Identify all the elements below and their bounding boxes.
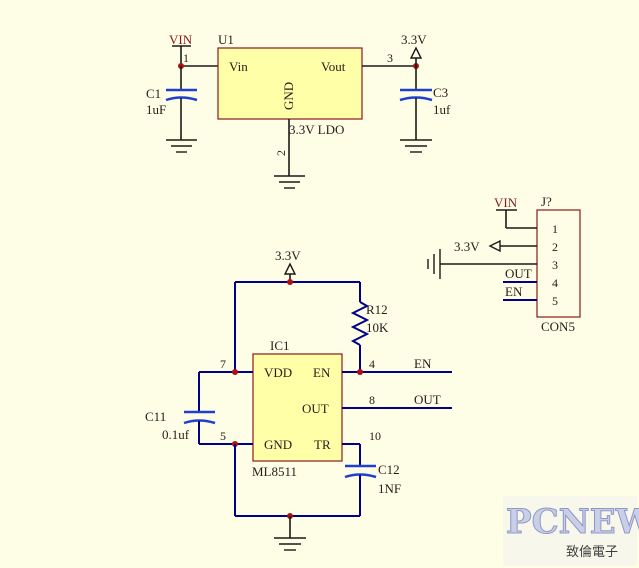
v33-label-sensor: 3.3V xyxy=(275,248,301,263)
connector-pin-5: 5 xyxy=(552,294,558,308)
ground-icon-ldo xyxy=(274,175,305,189)
connector-ref: J? xyxy=(541,194,552,209)
ic-pin8-number: 8 xyxy=(369,393,375,407)
connector-pin-4: 4 xyxy=(552,276,558,290)
ground-icon-connector xyxy=(427,249,441,279)
c11-ref: C11 xyxy=(145,409,166,424)
v33-power-symbol-sensor: 3.3V xyxy=(275,248,301,275)
capacitor-c3: C3 1uf xyxy=(399,66,451,140)
watermark-brand: PCNEWS xyxy=(506,502,639,542)
ldo-chip-body xyxy=(217,47,363,120)
connector-pin-1: 1 xyxy=(552,222,558,236)
capacitor-c1: C1 1uF xyxy=(146,66,198,140)
connector-name: CON5 xyxy=(541,319,575,334)
c11-value: 0.1uf xyxy=(162,427,190,442)
vin-power-symbol: VIN xyxy=(169,32,193,66)
ground-icon-c3 xyxy=(400,139,432,153)
ic-ref: IC1 xyxy=(270,338,290,353)
ldo-value: 3.3V LDO xyxy=(289,122,344,137)
connector-en-label: EN xyxy=(505,284,523,299)
ic-name: ML8511 xyxy=(252,464,297,479)
connector-vin-label: VIN xyxy=(494,195,518,210)
c3-value: 1uf xyxy=(433,102,451,117)
r12-value: 10K xyxy=(366,320,389,335)
c1-value: 1uF xyxy=(146,102,166,117)
ldo-section: VIN 1 C1 1uF U1 Vin Vout GND 3.3V LDO 2 xyxy=(146,32,451,189)
v33-label-top: 3.3V xyxy=(401,32,427,47)
ic-pin5-number: 5 xyxy=(220,429,226,443)
c12-value: 1NF xyxy=(378,481,401,496)
v33-arrow-icon xyxy=(488,239,501,253)
ldo-ref: U1 xyxy=(218,32,234,47)
connector-section: J? CON5 1 2 3 4 5 VIN 3.3V OUT EN xyxy=(427,194,581,334)
ldo-pin-gnd: GND xyxy=(281,82,296,110)
r12-ref: R12 xyxy=(366,302,388,317)
ic-pin10-number: 10 xyxy=(369,429,381,443)
ldo-pin-vout: Vout xyxy=(321,59,346,74)
ic-pin-en: EN xyxy=(313,365,331,380)
capacitor-c12: C12 1NF xyxy=(344,444,401,516)
ground-icon-c1 xyxy=(166,139,197,153)
ic-pin4-number: 4 xyxy=(369,357,375,371)
resistor-r12: R12 10K xyxy=(350,282,389,372)
watermark-sub: 致倫電子 xyxy=(566,545,618,560)
ldo-pin-vin: Vin xyxy=(229,59,248,74)
c1-ref: C1 xyxy=(146,86,161,101)
connector-pin-3: 3 xyxy=(552,258,558,272)
ldo-pin2-number: 2 xyxy=(274,150,288,156)
ic-pin7-number: 7 xyxy=(220,357,226,371)
c3-ref: C3 xyxy=(433,85,448,100)
ldo-pin3-number: 3 xyxy=(387,51,393,65)
connector-out-label: OUT xyxy=(505,266,532,281)
net-out-label: OUT xyxy=(414,392,441,407)
junction-en xyxy=(357,369,363,375)
connector-body xyxy=(536,209,581,318)
ground-icon-sensor xyxy=(274,537,306,551)
ic-pin-gnd: GND xyxy=(264,437,292,452)
c12-ref: C12 xyxy=(378,462,400,477)
pcnews-watermark: PCNEWS 致倫電子 xyxy=(503,496,639,566)
net-en-label: EN xyxy=(414,356,432,371)
junction-top-rail xyxy=(287,279,293,285)
ic-pin-tr: TR xyxy=(314,437,331,452)
ldo-pin1-number: 1 xyxy=(183,51,189,65)
connector-v33-label: 3.3V xyxy=(454,239,480,254)
sensor-section: 3.3V R12 10K IC1 ML8511 VDD EN OUT GND T… xyxy=(145,248,452,551)
ml8511-chip-body xyxy=(252,353,343,462)
ic-pin-vdd: VDD xyxy=(264,365,292,380)
v33-power-symbol-top: 3.3V xyxy=(401,32,427,66)
ic-pin-out: OUT xyxy=(302,401,329,416)
vin-label: VIN xyxy=(169,32,193,47)
junction-vdd xyxy=(232,369,238,375)
connector-pin-2: 2 xyxy=(552,240,558,254)
capacitor-c11: C11 0.1uf xyxy=(145,372,216,444)
